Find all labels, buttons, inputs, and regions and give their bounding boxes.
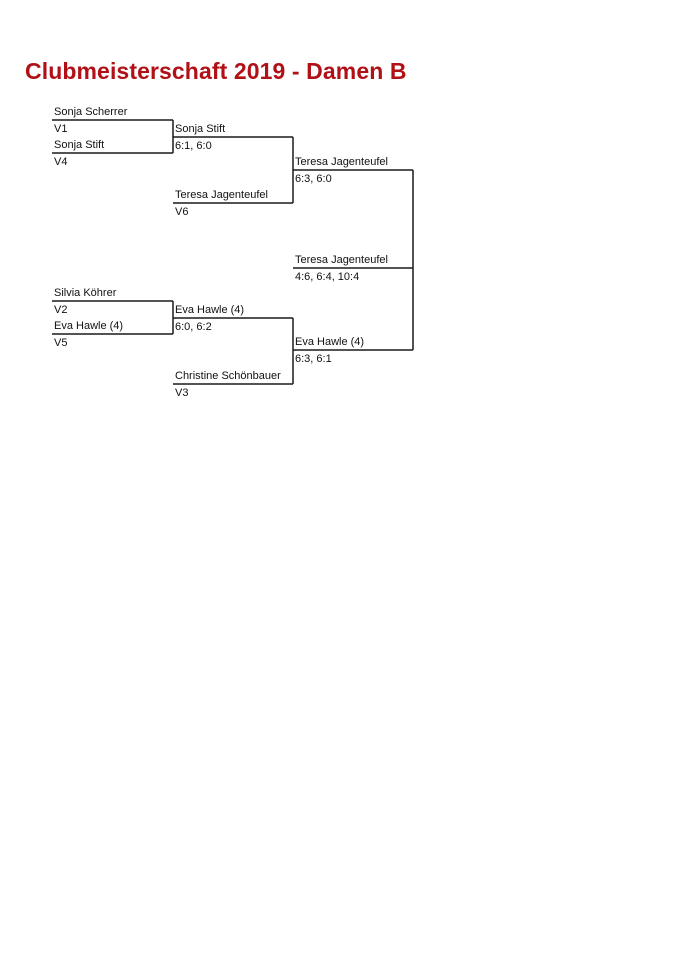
r1-seed: V5 <box>54 337 68 349</box>
final-player: Teresa Jagenteufel <box>295 254 388 266</box>
r2-score: 6:1, 6:0 <box>175 140 212 152</box>
r1-seed: V1 <box>54 123 68 135</box>
r1-seed: V2 <box>54 304 68 316</box>
r1-player: Sonja Scherrer <box>54 106 128 118</box>
r2-player: Teresa Jagenteufel <box>175 189 268 201</box>
r1-seed: V4 <box>54 156 68 168</box>
r2-player: Christine Schönbauer <box>175 370 281 382</box>
r2-seed: V3 <box>175 387 189 399</box>
r2-seed: V6 <box>175 206 189 218</box>
sf-player: Teresa Jagenteufel <box>295 156 388 168</box>
page-title: Clubmeisterschaft 2019 - Damen B <box>25 58 407 84</box>
r1-player: Silvia Köhrer <box>54 287 117 299</box>
sf-player: Eva Hawle (4) <box>295 336 365 348</box>
sf-score: 6:3, 6:1 <box>295 353 332 365</box>
r2-score: 6:0, 6:2 <box>175 321 212 333</box>
r1-player: Eva Hawle (4) <box>54 320 124 332</box>
r2-player: Eva Hawle (4) <box>175 304 245 316</box>
r2-player: Sonja Stift <box>175 123 226 135</box>
sf-score: 6:3, 6:0 <box>295 173 332 185</box>
r1-player: Sonja Stift <box>54 139 105 151</box>
final-score: 4:6, 6:4, 10:4 <box>295 271 360 283</box>
